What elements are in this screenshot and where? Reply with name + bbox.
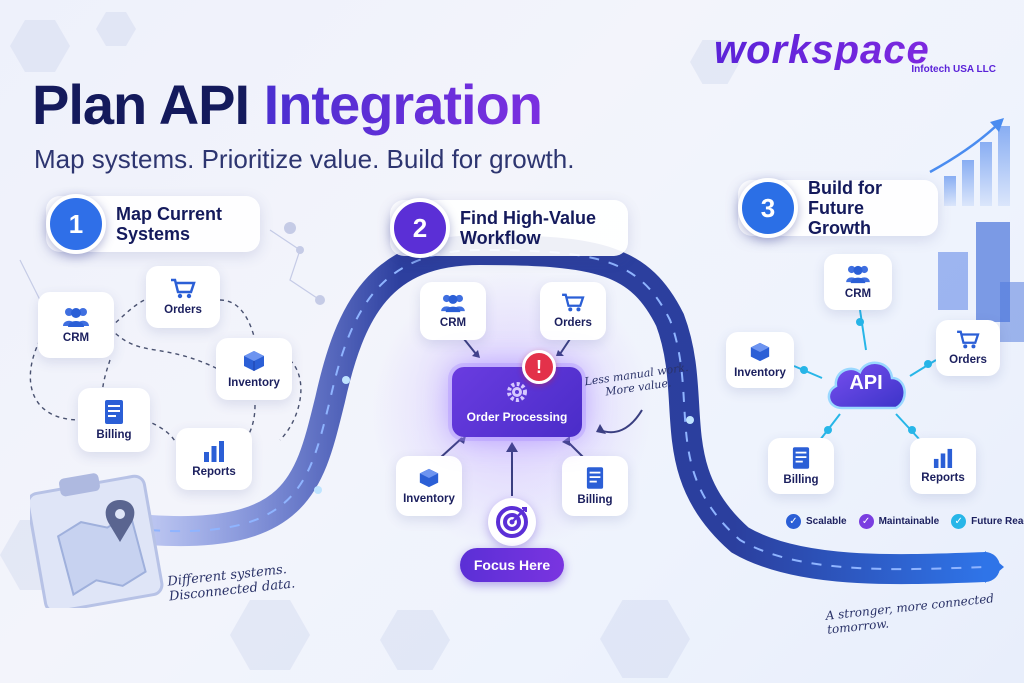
check-label: Maintainable (878, 516, 940, 527)
page-subtitle: Map systems. Prioritize value. Build for… (34, 144, 575, 174)
cube-icon (244, 351, 264, 371)
step-1-header: 1 Map Current Systems (46, 194, 260, 254)
card-label: Inventory (734, 367, 786, 379)
section2-card-crm: CRM (420, 282, 486, 340)
cube-icon (419, 468, 439, 488)
section3-card-crm: CRM (824, 254, 892, 310)
check-icon: ✓ (858, 514, 874, 529)
people-icon (846, 265, 870, 284)
card-label: Reports (192, 466, 236, 478)
step-3-label: Build for Future Growth (808, 178, 882, 238)
target-icon (488, 498, 536, 546)
api-hub: API (822, 352, 910, 414)
order-processing-label: Order Processing (466, 410, 568, 424)
section2-card-billing: Billing (562, 456, 628, 516)
bar-chart-icon (933, 448, 953, 468)
cloud-icon (827, 361, 906, 410)
document-icon (586, 467, 604, 489)
section3-card-inventory: Inventory (726, 332, 794, 388)
alert-badge: ! (522, 350, 556, 384)
card-label: Billing (783, 474, 819, 486)
step-3-header: 3 Build for Future Growth (738, 178, 938, 238)
focus-here-badge: Focus Here (460, 548, 564, 582)
step-1-number: 1 (46, 194, 106, 254)
people-icon (63, 308, 89, 327)
card-label: Billing (577, 494, 613, 506)
cart-icon (957, 330, 980, 349)
feature-checklist: ✓ Scalable ✓ Maintainable ✓ Future Ready (786, 514, 1024, 529)
check-scalable: ✓ Scalable (786, 514, 847, 529)
document-icon (792, 447, 810, 469)
step-2-number: 2 (390, 198, 450, 258)
cube-icon (750, 342, 770, 362)
server-stack-graphic (938, 222, 1024, 342)
section1-card-orders: Orders (146, 266, 220, 328)
card-label: Reports (921, 472, 965, 484)
growth-bars-graphic (929, 118, 1010, 206)
api-label: API (849, 372, 883, 394)
document-icon (105, 400, 123, 424)
bar-chart-icon (204, 441, 224, 462)
check-future-ready: ✓ Future Ready (951, 514, 1024, 529)
title-part-1: Plan API (32, 73, 250, 136)
clipboard-map-icon (30, 473, 164, 608)
section3-spokes (793, 309, 937, 441)
section3-card-billing: Billing (768, 438, 834, 494)
section1-card-crm: CRM (38, 292, 114, 358)
card-label: Inventory (228, 377, 280, 389)
section1-card-inventory: Inventory (216, 338, 292, 400)
people-icon (441, 294, 465, 313)
card-label: Orders (164, 304, 202, 316)
section2-card-inventory: Inventory (396, 456, 462, 516)
check-label: Future Ready (971, 516, 1024, 527)
section2-card-orders: Orders (540, 282, 606, 340)
step-1-label: Map Current Systems (116, 204, 223, 244)
title-part-2: Integration (263, 73, 543, 136)
check-maintainable: ✓ Maintainable (858, 514, 940, 529)
card-label: Orders (949, 354, 987, 366)
background-hexagon (600, 600, 690, 678)
gear-icon (507, 382, 527, 402)
section3-card-reports: Reports (910, 438, 976, 494)
card-label: CRM (844, 288, 872, 300)
section1-card-billing: Billing (78, 388, 150, 452)
brand-logo: workspace Infotech USA LLC (714, 30, 1004, 80)
card-label: Inventory (403, 493, 455, 505)
card-label: CRM (62, 332, 90, 344)
card-label: Orders (554, 317, 592, 329)
background-hexagon (230, 600, 310, 670)
card-label: CRM (439, 317, 467, 329)
step-3-number: 3 (738, 178, 798, 238)
section2-arrowheads (458, 350, 606, 452)
check-icon: ✓ (786, 514, 801, 529)
cart-icon (562, 293, 585, 312)
brand-name: workspace (714, 30, 1004, 70)
check-icon: ✓ (951, 514, 967, 529)
cart-icon (171, 278, 196, 299)
section3-card-orders: Orders (936, 320, 1000, 376)
order-processing-node: Order Processing (452, 367, 582, 437)
page-title: Plan API Integration (32, 72, 543, 137)
step-2-header: 2 Find High-Value Workflow (390, 198, 628, 258)
brand-tagline: Infotech USA LLC (911, 64, 996, 75)
section1-card-reports: Reports (176, 428, 252, 490)
check-label: Scalable (806, 516, 847, 527)
step-2-label: Find High-Value Workflow (460, 208, 597, 248)
card-label: Billing (96, 429, 132, 441)
